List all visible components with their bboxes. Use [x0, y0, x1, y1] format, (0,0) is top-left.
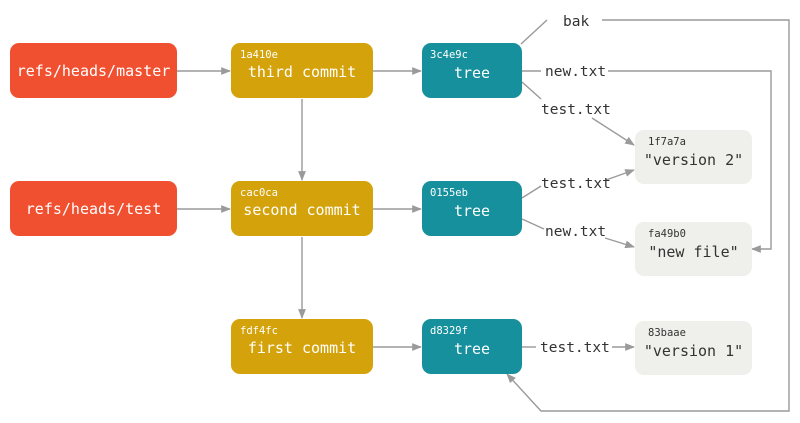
blob-1f7a7a-label: "version 2"	[644, 151, 743, 169]
edge-label-t1-test: test.txt	[540, 340, 610, 356]
edge-bak-path	[506, 19, 790, 412]
commit-third[interactable]: 1a410e third commit	[231, 43, 373, 98]
edge-t2-test-path	[605, 169, 635, 181]
edge-label-t2-test: test.txt	[541, 176, 611, 192]
tree-0155eb-box	[422, 181, 522, 236]
blob-fa49b0-hash: fa49b0	[648, 228, 686, 240]
commit-second-hash: cac0ca	[240, 187, 278, 199]
ref-test-box	[10, 181, 177, 236]
commit-first[interactable]: fdf4fc first commit	[231, 319, 373, 374]
blob-1f7a7a-hash: 1f7a7a	[648, 136, 686, 148]
tree-3c4e9c-box	[422, 43, 522, 98]
edges	[177, 19, 790, 412]
edge-label-t3-new: new.txt	[545, 64, 606, 80]
commit-third-label: third commit	[248, 63, 356, 81]
ref-master[interactable]: refs/heads/master	[10, 43, 177, 98]
blob-fa49b0[interactable]: fa49b0 "new file"	[635, 222, 752, 276]
ref-master-box	[10, 43, 177, 98]
tree-3c4e9c[interactable]: 3c4e9c tree	[422, 43, 522, 98]
tree-3c4e9c-label: tree	[454, 64, 490, 82]
tree-d8329f-hash: d8329f	[430, 325, 468, 337]
blob-83baae-hash: 83baae	[648, 327, 686, 339]
ref-master-label: refs/heads/master	[17, 62, 171, 80]
tree-0155eb-hash: 0155eb	[430, 187, 468, 199]
tree-d8329f-label: tree	[454, 340, 490, 358]
edge-t2-new-start	[521, 218, 545, 230]
edge-t3-test-path	[591, 117, 635, 146]
edge-t2-test-start	[521, 185, 542, 199]
edge-label-t2-new: new.txt	[545, 224, 606, 240]
commit-third-box	[231, 43, 373, 98]
commit-first-label: first commit	[248, 339, 356, 357]
tree-d8329f[interactable]: d8329f tree	[422, 319, 522, 374]
tree-0155eb-label: tree	[454, 202, 490, 220]
commit-first-hash: fdf4fc	[240, 325, 278, 337]
blob-fa49b0-box	[635, 222, 752, 276]
edge-t3-new-path	[608, 70, 772, 253]
edge-label-bak: bak	[563, 14, 589, 30]
edge-t2-new-path	[604, 237, 635, 249]
commit-second[interactable]: cac0ca second commit	[231, 181, 373, 236]
blob-fa49b0-label: "new file"	[648, 243, 738, 261]
edge-labels: bak new.txt test.txt test.txt new.txt te…	[540, 14, 611, 356]
ref-test-label: refs/heads/test	[26, 200, 161, 218]
tree-0155eb[interactable]: 0155eb tree	[422, 181, 522, 236]
tree-d8329f-box	[422, 319, 522, 374]
blob-83baae[interactable]: 83baae "version 1"	[635, 321, 752, 375]
ref-test[interactable]: refs/heads/test	[10, 181, 177, 236]
blob-83baae-box	[635, 321, 752, 375]
commit-second-box	[231, 181, 373, 236]
commit-third-hash: 1a410e	[240, 49, 278, 61]
commit-first-box	[231, 319, 373, 374]
commit-second-label: second commit	[243, 201, 360, 219]
edge-t3-test-start	[521, 81, 542, 100]
tree-3c4e9c-hash: 3c4e9c	[430, 49, 468, 61]
blob-1f7a7a-box	[635, 130, 752, 184]
edge-label-t3-test: test.txt	[541, 102, 611, 118]
blob-1f7a7a[interactable]: 1f7a7a "version 2"	[635, 130, 752, 184]
edge-bak-start	[520, 19, 548, 45]
blob-83baae-label: "version 1"	[644, 342, 743, 360]
